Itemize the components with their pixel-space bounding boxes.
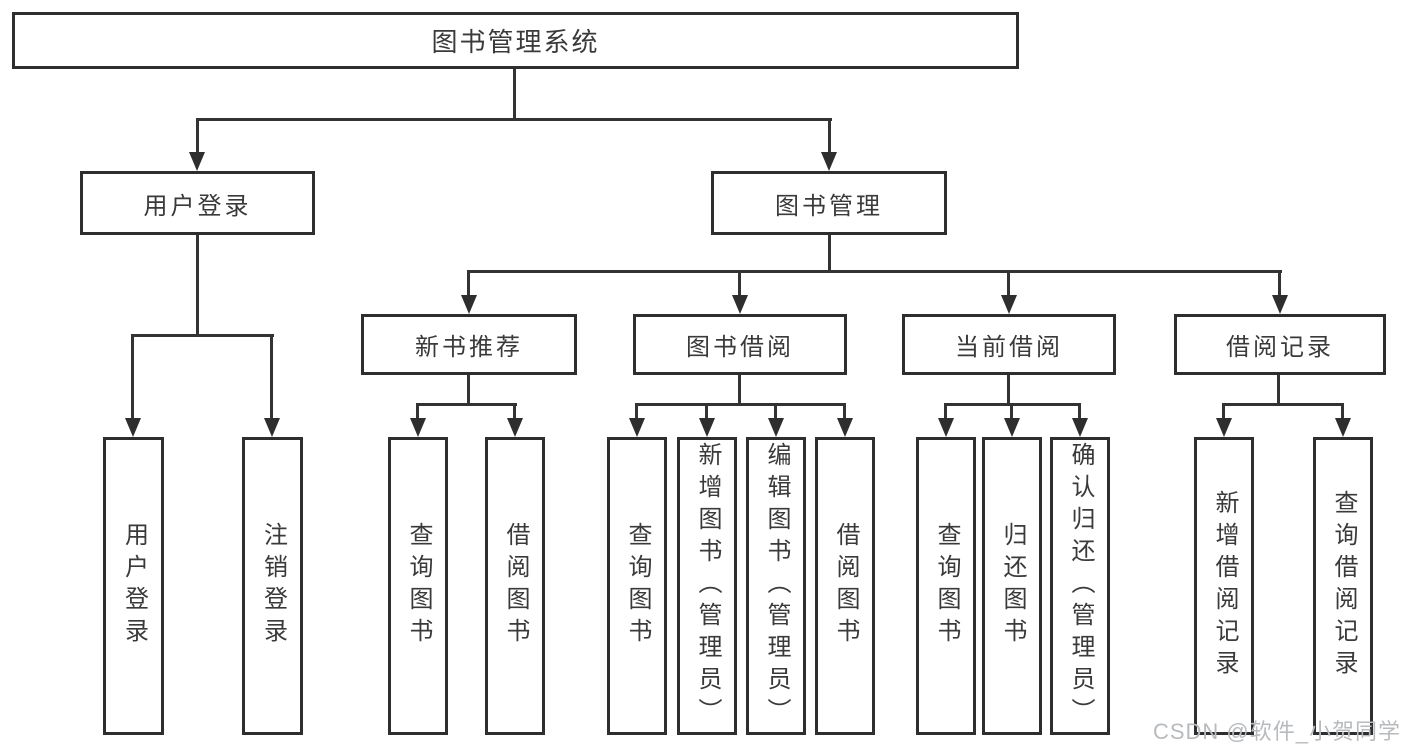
connector-line — [131, 334, 134, 419]
leaf-edit-book-admin-label: 编辑图书（管理员） — [763, 442, 790, 730]
leaf-add-book-admin: 新增图书（管理员） — [677, 437, 737, 735]
node-current-borrow-label: 当前借阅 — [955, 334, 1063, 361]
leaf-recommend-borrow-book: 借阅图书 — [485, 437, 545, 735]
connector-line — [843, 403, 846, 420]
leaf-confirm-return-admin-label: 确认归还（管理员） — [1067, 442, 1094, 730]
node-borrow-record: 借阅记录 — [1174, 314, 1386, 375]
arrowhead-down-icon — [125, 418, 141, 437]
connector-line — [1010, 403, 1013, 420]
connector-line — [945, 403, 1081, 406]
arrowhead-down-icon — [699, 418, 715, 437]
leaf-add-book-admin-label: 新增图书（管理员） — [694, 442, 721, 730]
connector-line — [738, 375, 741, 406]
leaf-recommend-query-book: 查询图书 — [388, 437, 448, 735]
arrowhead-down-icon — [1335, 418, 1351, 437]
leaf-confirm-return-admin: 确认归还（管理员） — [1050, 437, 1110, 735]
node-root: 图书管理系统 — [12, 12, 1019, 69]
connector-line — [196, 118, 832, 121]
connector-line — [636, 403, 846, 406]
arrowhead-down-icon — [1272, 295, 1288, 314]
connector-line — [828, 235, 831, 273]
connector-line — [467, 270, 470, 297]
arrowhead-down-icon — [461, 295, 477, 314]
arrowhead-down-icon — [629, 418, 645, 437]
leaf-borrow-book-label: 借阅图书 — [832, 522, 859, 650]
arrowhead-down-icon — [189, 152, 205, 171]
connector-line — [270, 334, 273, 419]
leaf-return-book: 归还图书 — [982, 437, 1042, 735]
connector-line — [1341, 403, 1344, 420]
leaf-current-query-book: 查询图书 — [916, 437, 976, 735]
connector-line — [132, 334, 274, 337]
arrowhead-down-icon — [1001, 295, 1017, 314]
leaf-borrow-query-book: 查询图书 — [607, 437, 667, 735]
arrowhead-down-icon — [768, 418, 784, 437]
arrowhead-down-icon — [821, 152, 837, 171]
connector-line — [196, 118, 199, 154]
node-book-management-label: 图书管理 — [775, 192, 883, 220]
connector-line — [467, 375, 470, 406]
node-current-borrow: 当前借阅 — [902, 314, 1116, 375]
node-new-book-recommend-label: 新书推荐 — [415, 334, 523, 361]
node-borrow-record-label: 借阅记录 — [1226, 334, 1334, 361]
arrowhead-down-icon — [1004, 418, 1020, 437]
connector-line — [944, 403, 947, 420]
leaf-query-borrow-record-label: 查询借阅记录 — [1330, 490, 1357, 682]
connector-line — [416, 403, 419, 420]
node-root-label: 图书管理系统 — [431, 27, 600, 57]
leaf-logout-label: 注销登录 — [259, 522, 287, 650]
node-user-login-label: 用户登录 — [143, 192, 252, 220]
connector-line — [774, 403, 777, 420]
connector-line — [1078, 403, 1081, 420]
leaf-logout: 注销登录 — [242, 437, 303, 735]
connector-line — [1007, 375, 1010, 406]
arrowhead-down-icon — [1216, 418, 1232, 437]
leaf-borrow-book: 借阅图书 — [815, 437, 875, 735]
leaf-borrow-query-book-label: 查询图书 — [624, 522, 651, 650]
leaf-query-borrow-record: 查询借阅记录 — [1313, 437, 1373, 735]
node-book-borrow: 图书借阅 — [633, 314, 847, 375]
leaf-return-book-label: 归还图书 — [999, 522, 1026, 650]
connector-line — [1277, 375, 1280, 406]
connector-line — [196, 235, 199, 337]
arrowhead-down-icon — [837, 418, 853, 437]
leaf-user-login: 用户登录 — [103, 437, 164, 735]
leaf-edit-book-admin: 编辑图书（管理员） — [746, 437, 806, 735]
leaf-recommend-query-book-label: 查询图书 — [405, 522, 432, 650]
arrowhead-down-icon — [507, 418, 523, 437]
csdn-watermark: CSDN @软件_小贺同学 — [1152, 719, 1401, 744]
connector-line — [1278, 270, 1281, 297]
arrowhead-down-icon — [732, 295, 748, 314]
leaf-add-borrow-record-label: 新增借阅记录 — [1211, 490, 1238, 682]
node-book-management: 图书管理 — [711, 171, 947, 235]
connector-line — [417, 403, 517, 406]
connector-line — [635, 403, 638, 420]
arrowhead-down-icon — [264, 418, 280, 437]
connector-line — [1007, 270, 1010, 297]
leaf-add-borrow-record: 新增借阅记录 — [1194, 437, 1254, 735]
node-new-book-recommend: 新书推荐 — [361, 314, 577, 375]
connector-line — [1223, 403, 1344, 406]
connector-line — [513, 403, 516, 420]
connector-line — [705, 403, 708, 420]
node-user-login: 用户登录 — [80, 171, 315, 235]
connector-line — [828, 118, 831, 154]
connector-line — [468, 270, 1282, 273]
arrowhead-down-icon — [938, 418, 954, 437]
leaf-user-login-label: 用户登录 — [120, 522, 148, 650]
connector-line — [513, 69, 516, 120]
connector-line — [738, 270, 741, 297]
connector-line — [1222, 403, 1225, 420]
arrowhead-down-icon — [410, 418, 426, 437]
leaf-current-query-book-label: 查询图书 — [933, 522, 960, 650]
node-book-borrow-label: 图书借阅 — [686, 334, 794, 361]
arrowhead-down-icon — [1072, 418, 1088, 437]
leaf-recommend-borrow-book-label: 借阅图书 — [502, 522, 529, 650]
